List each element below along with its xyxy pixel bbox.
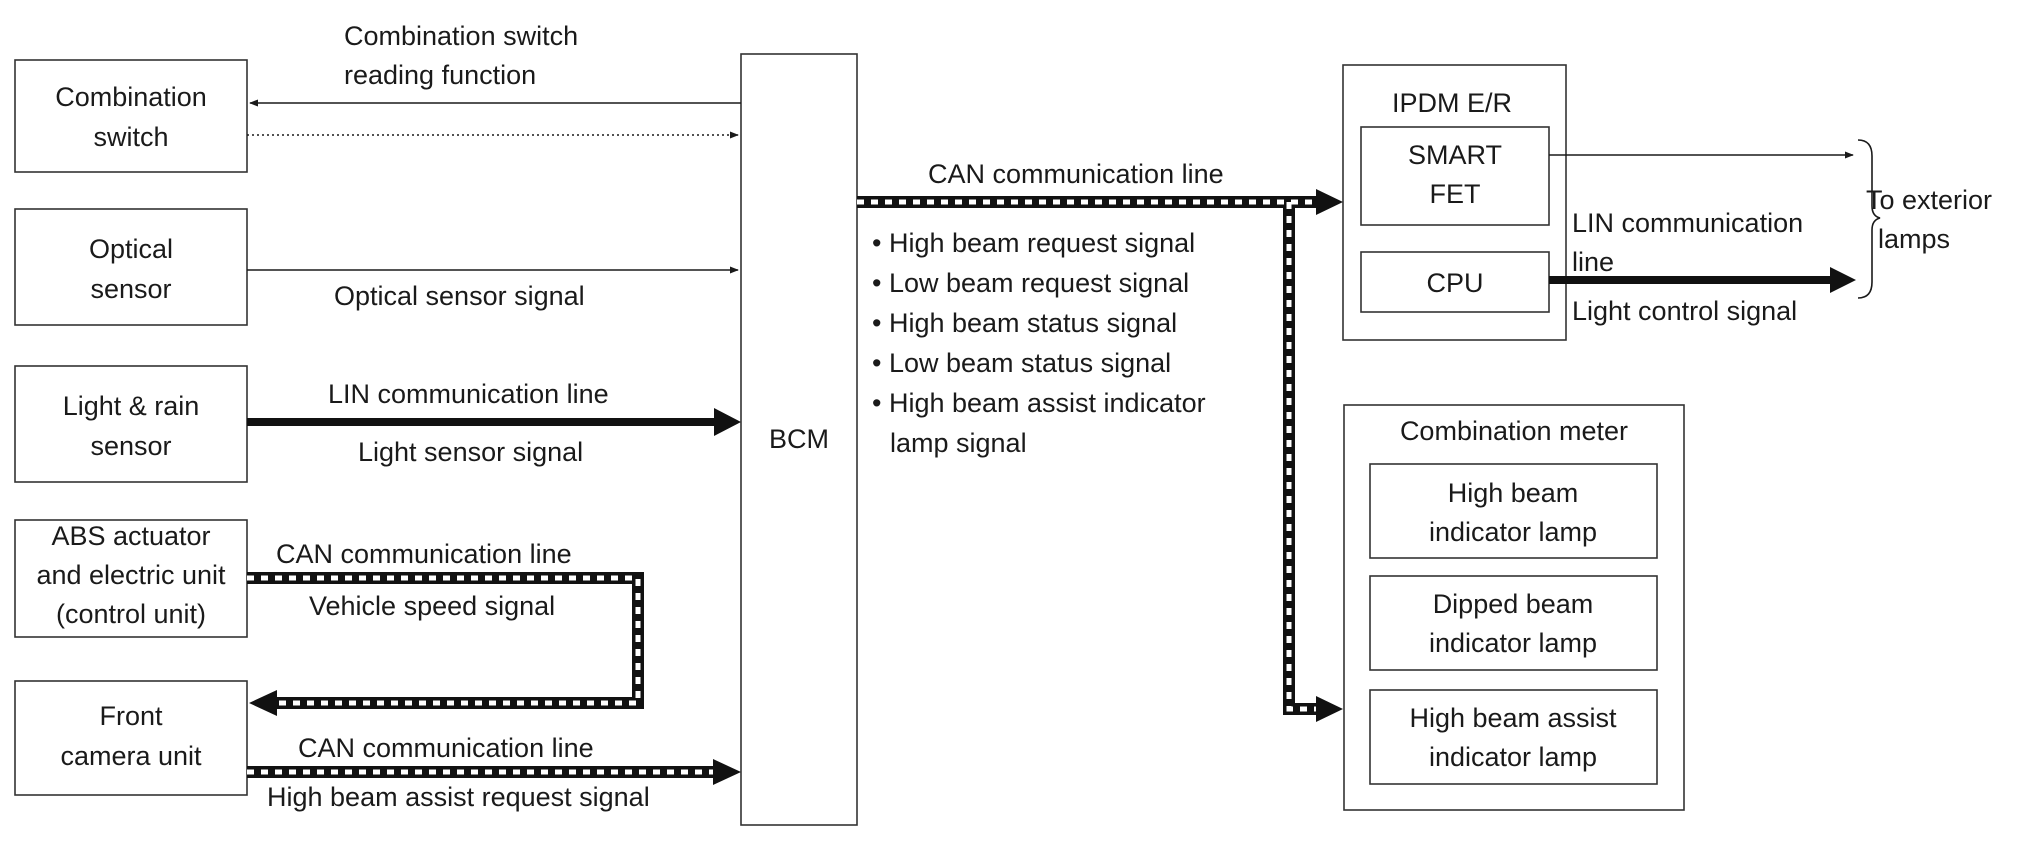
svg-text:• High beam assist indicator: • High beam assist indicator [872, 388, 1206, 418]
exterior-lamps-brace [1857, 139, 1881, 299]
light-sensor-signal-label: Light sensor signal [358, 437, 583, 467]
light-control-signal-label: Light control signal [1572, 296, 1797, 326]
svg-text:Light & rain: Light & rain [63, 391, 200, 421]
svg-text:Optical: Optical [89, 234, 173, 264]
optical-sensor-signal-label: Optical sensor signal [334, 281, 585, 311]
svg-text:FET: FET [1430, 179, 1481, 209]
svg-text:BCM: BCM [769, 424, 829, 454]
can-line-abs-to-camera [247, 572, 644, 716]
lin-line-right-label: LIN communication [1572, 208, 1803, 238]
can-line-main-label: CAN communication line [928, 159, 1224, 189]
svg-text:indicator lamp: indicator lamp [1429, 742, 1597, 772]
svg-text:• Low beam request signal: • Low beam request signal [872, 268, 1189, 298]
high-beam-assist-request-label: High beam assist request signal [267, 782, 650, 812]
ipdm-block: IPDM E/R SMART FET CPU [1342, 64, 1567, 341]
svg-text:camera unit: camera unit [60, 741, 202, 771]
svg-text:and electric unit: and electric unit [36, 560, 226, 590]
dipped-beam-indicator-block: Dipped beam indicator lamp [1369, 575, 1658, 671]
to-exterior-lamps-label: To exterior [1866, 185, 1992, 215]
svg-text:indicator lamp: indicator lamp [1429, 628, 1597, 658]
svg-text:(control unit): (control unit) [56, 599, 206, 629]
combination-switch-reading-label: Combination switch [344, 21, 578, 51]
lin-line-right-label-2: line [1572, 247, 1614, 277]
svg-text:lamp signal: lamp signal [890, 428, 1027, 458]
svg-text:Combination meter: Combination meter [1400, 416, 1628, 446]
svg-text:High beam assist: High beam assist [1409, 703, 1617, 733]
light-rain-sensor-block: Light & rain sensor [14, 365, 248, 483]
svg-text:IPDM E/R: IPDM E/R [1392, 88, 1512, 118]
cpu-output-arrow [1549, 267, 1856, 293]
lin-line-left-label: LIN communication line [328, 379, 609, 409]
lin-line-to-bcm [247, 408, 741, 436]
high-beam-assist-indicator-block: High beam assist indicator lamp [1369, 689, 1658, 785]
svg-text:sensor: sensor [90, 274, 171, 304]
bcm-signal-list: • High beam request signal • Low beam re… [872, 228, 1206, 458]
high-beam-indicator-block: High beam indicator lamp [1369, 463, 1658, 559]
can-line-camera-to-bcm [247, 759, 741, 785]
front-camera-block: Front camera unit [14, 680, 248, 796]
svg-text:sensor: sensor [90, 431, 171, 461]
cpu-block: CPU [1360, 251, 1550, 313]
svg-text:• High beam status signal: • High beam status signal [872, 308, 1177, 338]
svg-text:switch: switch [93, 122, 168, 152]
svg-text:Combination: Combination [55, 82, 207, 112]
combination-switch-reading-label-2: reading function [344, 60, 536, 90]
smart-fet-block: SMART FET [1360, 126, 1550, 226]
can-line-bcm-to-ipdm-meter [857, 189, 1343, 722]
svg-text:Dipped beam: Dipped beam [1433, 589, 1594, 619]
svg-text:Front: Front [99, 701, 163, 731]
to-exterior-lamps-label-2: lamps [1878, 224, 1950, 254]
svg-text:CPU: CPU [1426, 268, 1483, 298]
bcm-block: BCM [740, 53, 858, 826]
svg-text:indicator lamp: indicator lamp [1429, 517, 1597, 547]
combination-meter-block: Combination meter High beam indicator la… [1343, 404, 1685, 811]
can-line-abs-label: CAN communication line [276, 539, 572, 569]
combination-switch-block: Combination switch [14, 59, 248, 173]
svg-text:High beam: High beam [1448, 478, 1579, 508]
svg-text:• High beam request signal: • High beam request signal [872, 228, 1195, 258]
optical-sensor-block: Optical sensor [14, 208, 248, 326]
svg-text:SMART: SMART [1408, 140, 1502, 170]
abs-actuator-block: ABS actuator and electric unit (control … [14, 519, 248, 638]
vehicle-speed-signal-label: Vehicle speed signal [309, 591, 555, 621]
svg-text:• Low beam status signal: • Low beam status signal [872, 348, 1171, 378]
can-line-camera-label: CAN communication line [298, 733, 594, 763]
svg-text:ABS actuator: ABS actuator [51, 521, 210, 551]
